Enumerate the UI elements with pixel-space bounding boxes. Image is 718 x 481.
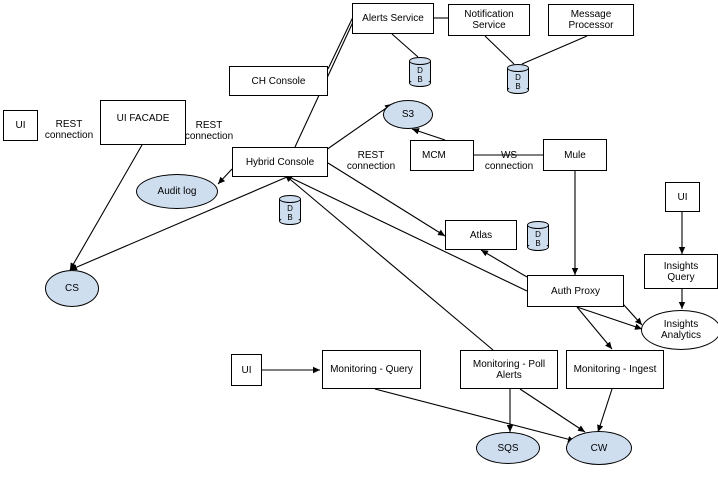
hybrid-db-label: D B (287, 204, 293, 222)
edge-mcm-to-s3 (411, 128, 446, 141)
edge-hybrid-to-atlas (327, 162, 446, 237)
auth-proxy-box: Auth Proxy (527, 275, 624, 307)
alerts-db-label: D B (417, 66, 423, 84)
monitoring-ingest-box: Monitoring - Ingest (566, 350, 664, 389)
rest-connection-hybrid-label: REST connection (346, 150, 396, 172)
audit-log-ellipse: Audit log (136, 174, 218, 209)
hybrid-db-cylinder: D B (279, 195, 301, 225)
mule-box: Mule (543, 139, 607, 171)
edge-hybrid-to-alerts-2 (327, 16, 354, 70)
insights-analytics-ellipse: Insights Analytics (641, 310, 718, 350)
ui-right-box: UI (665, 182, 700, 212)
edge-alerts-to-db (391, 33, 419, 58)
edge-authproxy-to-hybrid (284, 174, 528, 292)
edge-authproxy-to-atlas (480, 249, 528, 278)
edge-hybrid-to-s3 (325, 103, 393, 151)
ui-left-box: UI (3, 110, 38, 141)
edge-pollalerts-to-cw (519, 388, 586, 433)
monitoring-query-box: Monitoring - Query (322, 350, 421, 389)
notification-db-cylinder: D B (507, 64, 529, 94)
alerts-service-box: Alerts Service (352, 3, 434, 34)
sqs-ellipse: SQS (476, 432, 540, 464)
cw-ellipse: CW (566, 431, 632, 465)
edge-ingest-to-cw (597, 388, 613, 433)
edge-hybrid-to-cs (69, 176, 288, 271)
message-processor-box: Message Processor (548, 4, 634, 36)
edge-facade-to-cs (69, 144, 143, 271)
insights-query-box: Insights Query (644, 254, 718, 289)
edge-authproxy-to-ingest (576, 306, 613, 350)
edge-authproxy-to-analytics (622, 303, 643, 326)
notification-service-box: Notification Service (448, 4, 530, 36)
edge-pollalerts-to-hybrid (284, 174, 494, 351)
rest-connection-left-label: REST connection (44, 119, 94, 141)
monitoring-poll-alerts-box: Monitoring - Poll Alerts (460, 350, 558, 389)
alerts-db-cylinder: D B (409, 57, 431, 87)
ws-connection-label: WS connection (484, 150, 534, 172)
notification-db-label: D B (515, 73, 521, 91)
atlas-db-cylinder: D B (527, 221, 549, 251)
edge-hybrid-to-auditlog (217, 168, 233, 185)
atlas-db-label: D B (535, 230, 541, 248)
edge-messageprocessor-to-db (521, 35, 588, 65)
hybrid-console-box: Hybrid Console (232, 147, 328, 177)
ch-console-box: CH Console (229, 66, 328, 96)
ui-facade-box: UI FACADE (100, 100, 186, 145)
edge-notification-to-db (484, 35, 515, 65)
rest-connection-facade-label: REST connection (184, 120, 234, 142)
ui-bottom-box: UI (231, 354, 262, 386)
edge-authproxy-to-analytics-2 (576, 306, 643, 330)
edge-query-to-cw (374, 388, 576, 443)
cs-ellipse: CS (45, 270, 99, 307)
atlas-box: Atlas (445, 220, 517, 250)
s3-ellipse: S3 (383, 100, 433, 129)
mcm-box: MCM (410, 140, 474, 171)
